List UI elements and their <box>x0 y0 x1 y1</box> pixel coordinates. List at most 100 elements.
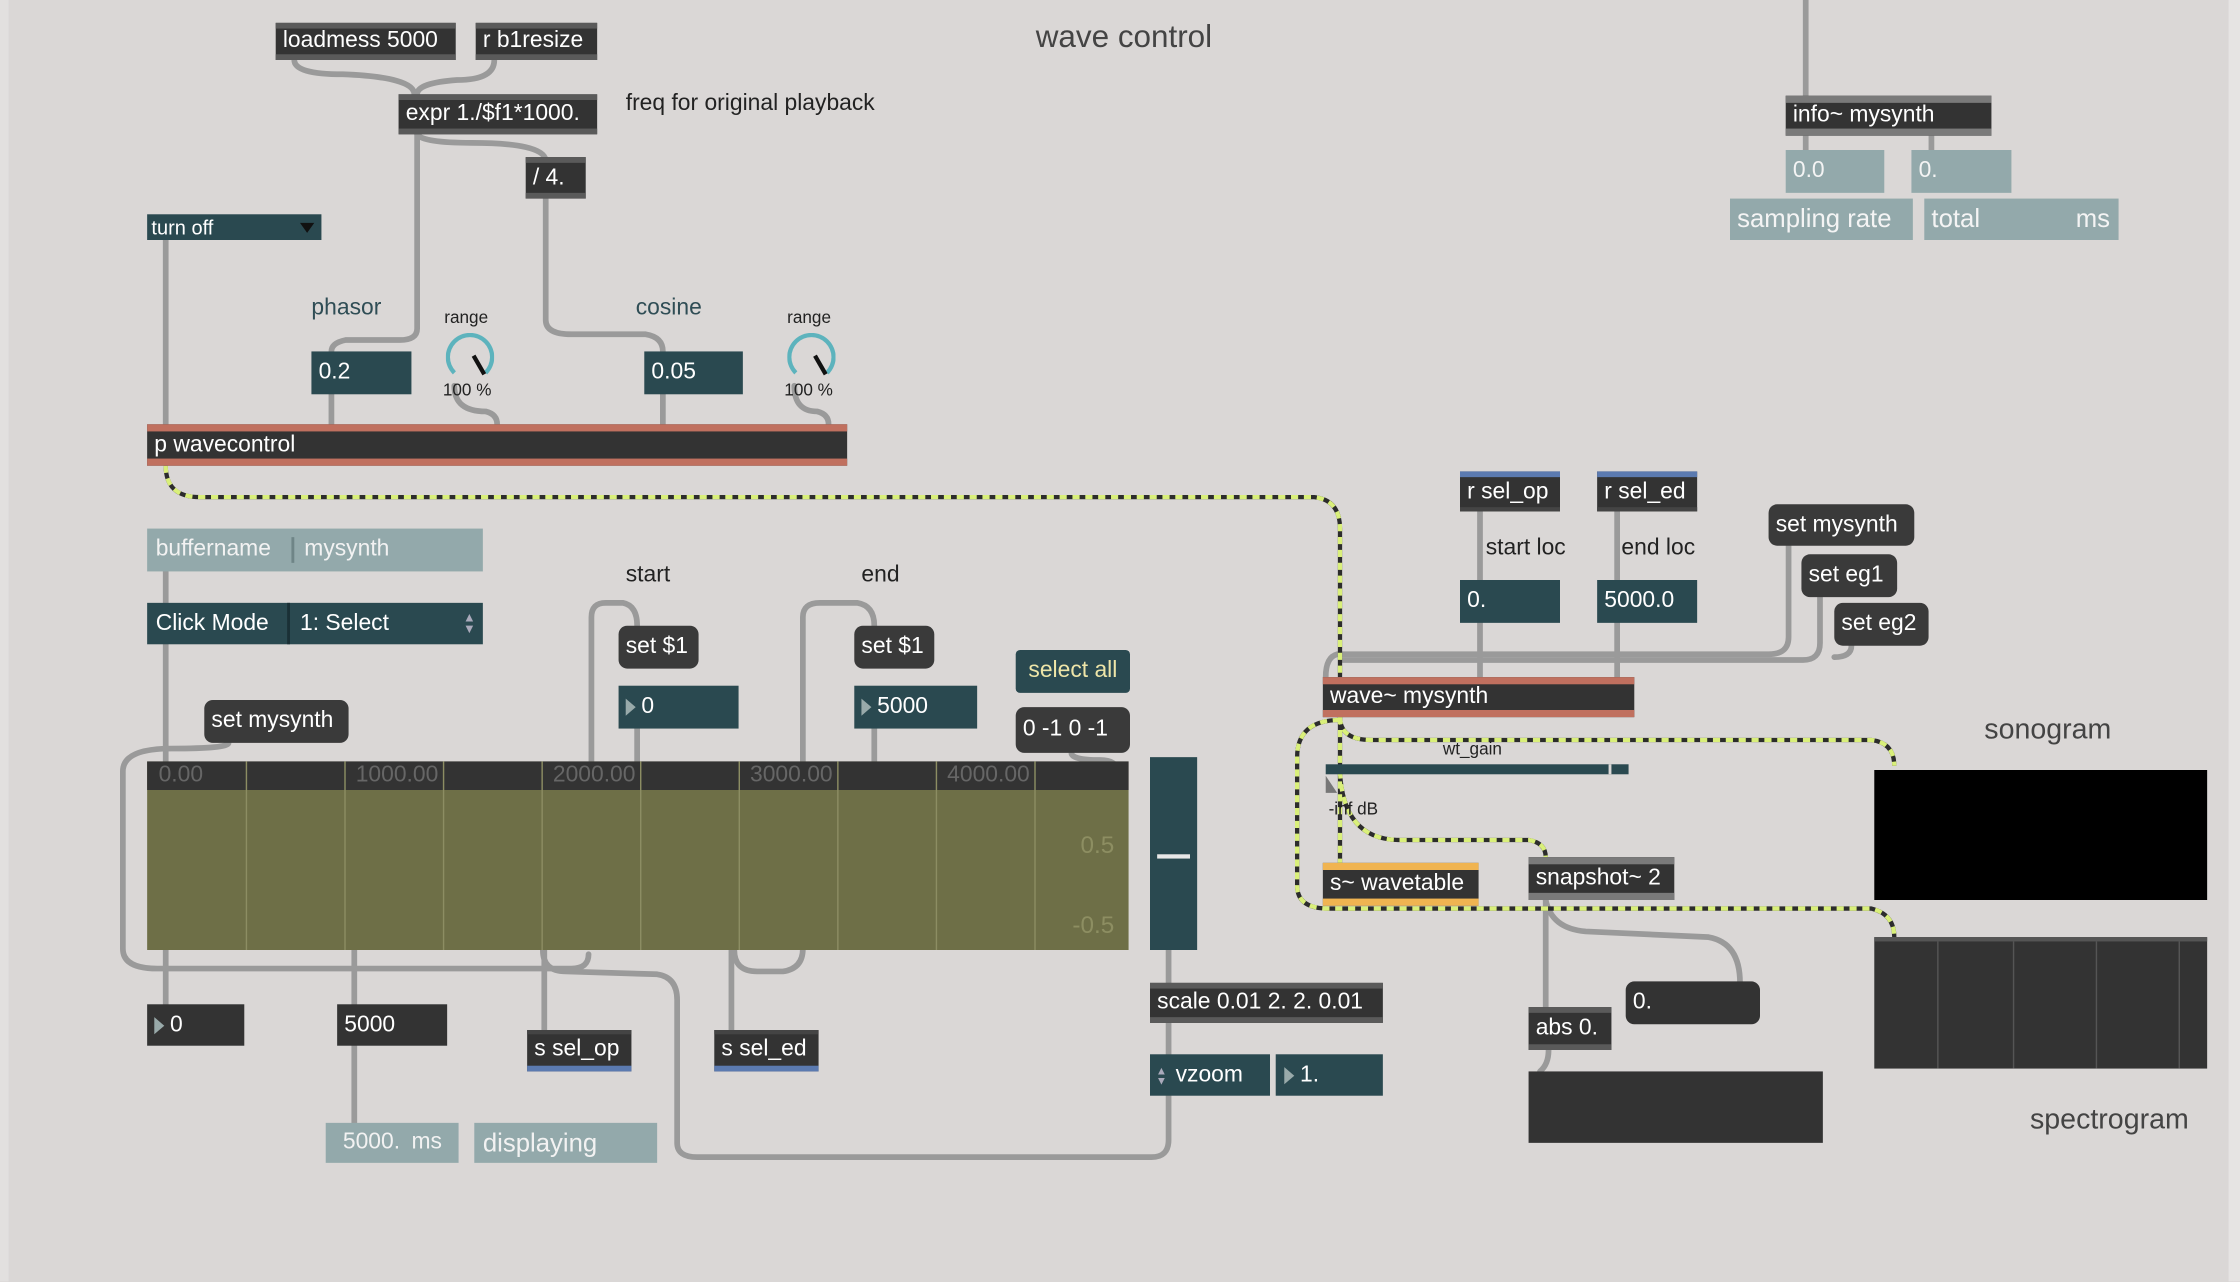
select-all-button[interactable]: select all <box>1015 649 1130 693</box>
stepper-arrows-icon: ▲▼ <box>1155 1063 1168 1087</box>
gridline <box>1034 761 1036 950</box>
phasor-label: phasor <box>311 295 382 320</box>
attr-value: mysynth <box>304 537 390 562</box>
gridline <box>837 761 839 950</box>
range-message[interactable]: 0 -1 0 -1 <box>1015 707 1130 753</box>
snapshot-object[interactable]: snapshot~ 2 <box>1528 857 1675 900</box>
value-display <box>1528 1071 1823 1143</box>
patch-title: wave control <box>1035 18 1213 55</box>
triangle-icon <box>861 698 872 716</box>
ruler-label: 3000.00 <box>749 762 833 788</box>
range-label-1: range <box>444 307 489 328</box>
start-loc-number[interactable]: 0. <box>1459 579 1560 623</box>
range-value-2: 100 % <box>784 379 833 400</box>
displaying-label: displaying <box>474 1122 658 1163</box>
scale-object[interactable]: scale 0.01 2. 2. 0.01 <box>1149 982 1383 1023</box>
set-end-message[interactable]: set $1 <box>854 625 935 669</box>
divide-object[interactable]: / 4. <box>525 157 586 199</box>
value: 1. <box>1299 1062 1320 1087</box>
bottom-end-number[interactable]: 5000 <box>337 1004 448 1046</box>
s-wavetable-object[interactable]: s~ wavetable <box>1322 862 1479 906</box>
set-eg2-message[interactable]: set eg2 <box>1834 602 1929 646</box>
bottom-start-number[interactable]: 0 <box>147 1004 245 1046</box>
cosine-number[interactable]: 0.05 <box>644 351 743 395</box>
attr-label: buffername <box>147 537 295 563</box>
total-unit: ms <box>2075 204 2110 233</box>
r-sel-ed-object[interactable]: r sel_ed <box>1597 471 1698 512</box>
wave-mysynth-object[interactable]: wave~ mysynth <box>1322 677 1635 718</box>
wt-gain-label: wt_gain <box>1442 738 1502 759</box>
slider-handle[interactable] <box>1157 853 1190 858</box>
vzoom-value: 1. <box>1275 1054 1383 1096</box>
sonogram-label: sonogram <box>1984 714 2112 746</box>
gridline <box>344 761 346 950</box>
ms-unit: ms <box>411 1129 442 1155</box>
y-label: -0.5 <box>1072 911 1115 939</box>
click-mode-attrui[interactable]: Click Mode 1: Select ▲▼ <box>147 602 483 645</box>
start-loc-label: start loc <box>1485 535 1566 560</box>
set-mysynth-message-right[interactable]: set mysynth <box>1768 504 1915 546</box>
range-value-1: 100 % <box>442 379 492 400</box>
sonogram-display <box>1874 769 2208 900</box>
gridline <box>935 761 938 950</box>
gridline <box>541 761 543 950</box>
attr-value: 1: Select <box>299 610 389 635</box>
dropdown-arrow-icon <box>299 222 315 233</box>
vzoom-attrui[interactable]: ▲▼ vzoom 1. <box>1149 1054 1383 1096</box>
set-start-message[interactable]: set $1 <box>618 625 699 669</box>
inf-db-label: -inf dB <box>1328 798 1379 819</box>
total-label: total ms <box>1924 198 2119 240</box>
waveform-display[interactable]: 0.00 1000.00 2000.00 3000.00 4000.00 0.5 -0.… <box>147 761 1129 950</box>
buffername-attrui[interactable]: buffername mysynth <box>147 528 483 572</box>
abs-object[interactable]: abs 0. <box>1528 1007 1612 1050</box>
freq-comment: freq for original playback <box>625 91 875 116</box>
sampling-rate-label: sampling rate <box>1729 198 1913 240</box>
ruler-label: 4000.00 <box>947 762 1030 788</box>
ms-value: 5000. <box>342 1129 401 1155</box>
loadmess-object[interactable]: loadmess 5000 <box>275 22 456 60</box>
range-label-2: range <box>787 307 832 328</box>
ruler-label: 0.00 <box>158 762 204 788</box>
expr-object[interactable]: expr 1./$f1*1000. <box>398 94 598 135</box>
phasor-number[interactable]: 0.2 <box>311 351 412 395</box>
gridline <box>738 761 740 950</box>
end-number[interactable]: 5000 <box>854 685 978 729</box>
y-label: 0.5 <box>1080 831 1115 859</box>
r-sel-op-object[interactable]: r sel_op <box>1459 471 1560 512</box>
turn-off-menu[interactable]: turn off <box>147 214 322 240</box>
end-loc-number[interactable]: 5000.0 <box>1597 579 1698 623</box>
set-eg1-message[interactable]: set eg1 <box>1801 554 1898 598</box>
s-sel-op-object[interactable]: s sel_op <box>527 1029 632 1072</box>
spectrogram-label: spectrogram <box>2029 1104 2189 1136</box>
range-dial-2[interactable] <box>787 332 836 382</box>
info-mysynth-object[interactable]: info~ mysynth <box>1785 95 1992 136</box>
wt-gain-slider[interactable] <box>1325 764 1629 775</box>
value: 0 <box>169 1012 183 1037</box>
spectrogram-display <box>1874 937 2208 1069</box>
end-label: end <box>861 562 900 588</box>
range-dial-1[interactable] <box>445 332 495 382</box>
vertical-slider[interactable] <box>1149 757 1198 950</box>
attr-label: vzoom <box>1175 1062 1243 1087</box>
stepper-arrows-icon: ▲▼ <box>462 609 476 636</box>
cosine-label: cosine <box>635 295 702 320</box>
total-number: 0. <box>1911 149 2012 193</box>
gridline <box>245 761 248 950</box>
p-wavecontrol-object[interactable]: p wavecontrol <box>147 424 848 466</box>
snapshot-output-number[interactable]: 0. <box>1625 981 1760 1025</box>
triangle-icon <box>625 698 636 716</box>
s-sel-ed-object[interactable]: s sel_ed <box>714 1029 819 1072</box>
total-text: total <box>1931 204 1981 233</box>
ruler-label: 2000.00 <box>552 762 636 788</box>
ruler-label: 1000.00 <box>355 762 439 788</box>
gridline <box>442 761 445 950</box>
r-b1resize-object[interactable]: r b1resize <box>475 22 598 60</box>
set-mysynth-message[interactable]: set mysynth <box>204 699 349 743</box>
ms-display: 5000. ms <box>325 1122 459 1163</box>
triangle-icon <box>1284 1066 1295 1084</box>
start-number[interactable]: 0 <box>618 685 739 729</box>
start-label: start <box>625 562 671 588</box>
end-loc-label: end loc <box>1621 535 1696 560</box>
value: 0 <box>641 694 655 719</box>
